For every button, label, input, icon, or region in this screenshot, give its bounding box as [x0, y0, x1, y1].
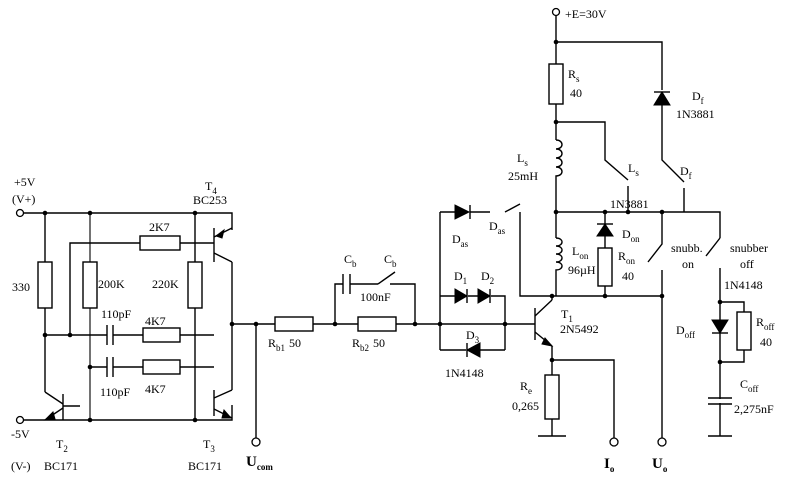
df1-label: Df: [692, 89, 704, 106]
re-value: 0,265: [512, 399, 539, 413]
resistor-4k7-upper: [142, 327, 181, 343]
doff-type: 1N4148: [724, 278, 763, 292]
df-type: 1N3881: [676, 107, 715, 121]
t1-name: T1: [561, 307, 573, 324]
neg5v-terminal: [15, 415, 25, 425]
vplus-label: (V+): [12, 192, 35, 206]
d3-label: D3: [466, 328, 480, 345]
resistor-2k7: [139, 235, 181, 251]
lon-value: 96µH: [568, 263, 596, 277]
r4k7b-label: 4K7: [145, 382, 166, 396]
pos5v-label: +5V: [14, 175, 36, 189]
r200k-label: 200K: [98, 277, 125, 291]
ucom-label: Ucom: [246, 454, 273, 472]
ls2-label: Ls: [628, 161, 639, 178]
resistor-re: [544, 374, 560, 420]
uo-label: Uo: [652, 456, 668, 474]
coff-value: 2,275nF: [734, 402, 774, 416]
pos5v-terminal: [15, 208, 25, 218]
c110a-label: 110pF: [101, 307, 132, 321]
ls1-label: Ls: [517, 151, 528, 168]
ls-value: 25mH: [508, 169, 538, 183]
roff-value: 40: [760, 335, 772, 349]
e30-terminal: [551, 7, 561, 17]
resistor-rb1: [274, 316, 314, 332]
resistor-ron: [597, 247, 613, 287]
df2-label: Df: [680, 164, 692, 181]
supply-rails: [15, 208, 233, 425]
t2-name: T2: [56, 437, 68, 454]
resistor-4k7-lower: [142, 359, 181, 375]
transistor-t3: [213, 324, 233, 419]
das1-label: Das: [452, 232, 469, 249]
rs-label: Rs: [568, 67, 580, 84]
io-label: Io: [604, 456, 615, 474]
uo-terminal: [657, 437, 667, 447]
ron-value: 40: [622, 269, 634, 283]
resistor-rs: [548, 63, 564, 105]
snubber-off-text-1: snubber: [730, 241, 768, 255]
t3-type: BC171: [188, 459, 222, 473]
snubb-on-text-2: on: [682, 257, 694, 271]
c110b-label: 110pF: [100, 385, 131, 399]
io-terminal: [609, 437, 619, 447]
cb1-label: Cb: [344, 252, 357, 269]
resistor-rb2: [357, 316, 397, 332]
don-label: Don: [622, 227, 640, 244]
r2k7-label: 2K7: [149, 220, 170, 234]
d1-label: D1: [454, 269, 467, 286]
resistor-200k: [82, 261, 98, 309]
roff-label: Roff: [756, 315, 774, 332]
r4k7a-label: 4K7: [145, 314, 166, 328]
resistor-roff: [736, 311, 752, 351]
t4-type: BC253: [193, 193, 227, 207]
t3-name: T3: [203, 437, 215, 454]
r220k-label: 220K: [152, 277, 179, 291]
r330-label: 330: [12, 280, 30, 294]
vminus-label: (V-): [11, 459, 31, 473]
d3-type: 1N4148: [445, 366, 484, 380]
ron-label: Ron: [618, 249, 636, 266]
t2-type: BC171: [44, 459, 78, 473]
cb-value: 100nF: [360, 290, 391, 304]
lon-label: Lon: [572, 244, 589, 261]
transistor-t1: [534, 299, 554, 347]
neg5v-label: -5V: [11, 427, 30, 441]
rs-value: 40: [570, 86, 582, 100]
resistor-330: [37, 261, 53, 309]
transistor-t2: [43, 391, 80, 421]
snubb-on-text-1: snubb.: [671, 241, 703, 255]
re-label: Re: [520, 379, 532, 396]
t1-type: 2N5492: [560, 322, 599, 336]
ucom-terminal: [251, 437, 261, 447]
e30-label: +E=30V: [565, 7, 607, 21]
das2-label: Das: [489, 219, 506, 236]
snubber-off-text-2: off: [740, 257, 754, 271]
don-type: 1N3881: [610, 197, 649, 211]
transistor-t4: [213, 227, 233, 324]
cb2-label: Cb: [384, 252, 397, 269]
d2-label: D2: [481, 269, 494, 286]
t4-name: T4: [205, 179, 217, 196]
doff-label: Doff: [676, 323, 695, 340]
coff-label: Coff: [740, 377, 758, 394]
resistor-220k: [187, 261, 203, 309]
